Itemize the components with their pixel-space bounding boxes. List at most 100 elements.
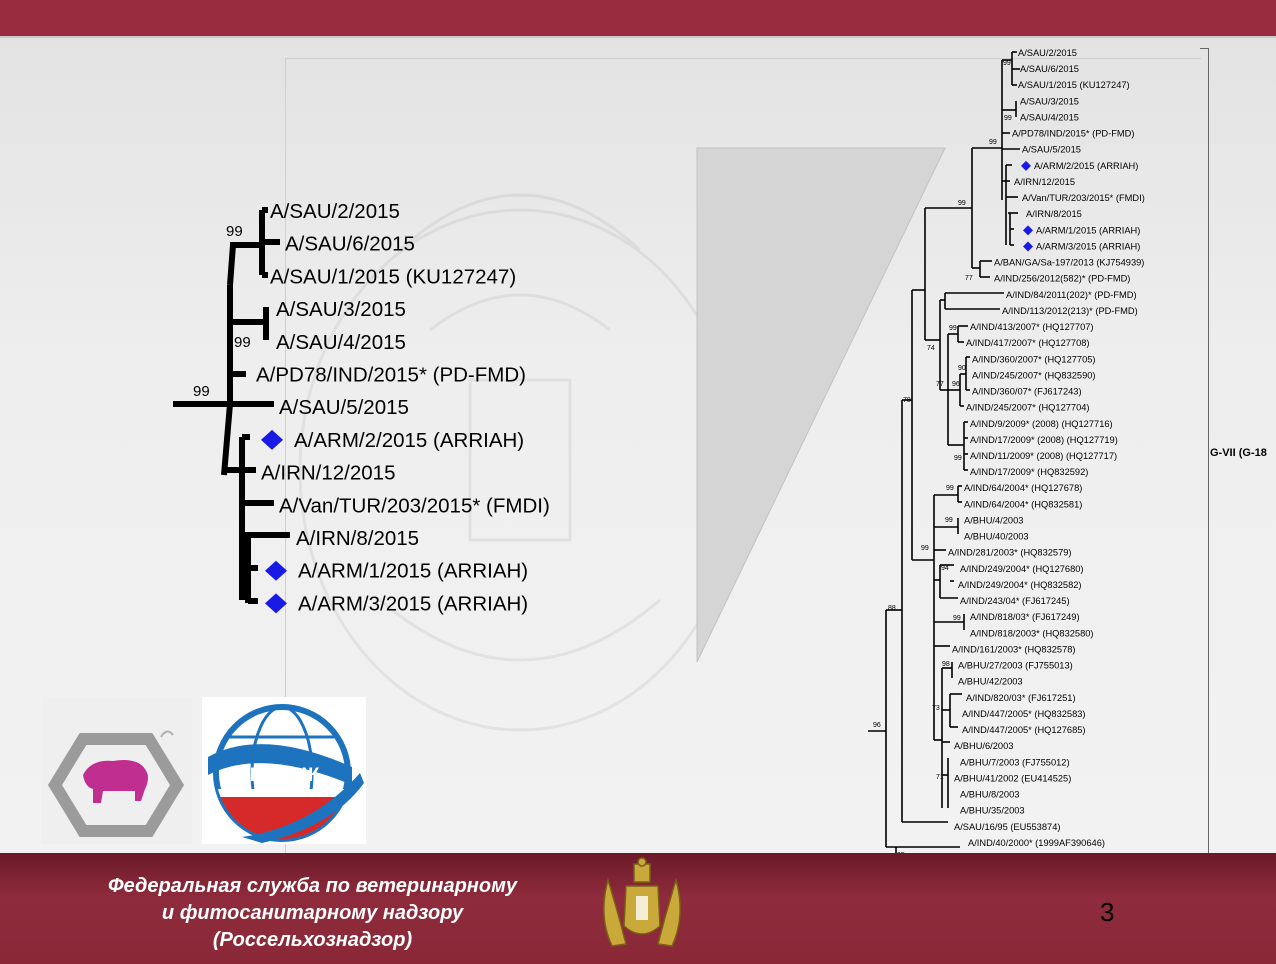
bootstrap-label: 99 [953,615,961,622]
bootstrap-label: 99 [949,325,957,332]
bootstrap-label: 77 [936,381,944,388]
zoomed-leaf-label: A/ARM/3/2015 (ARRIAH) [298,592,528,615]
full-leaf-label: A/SAU/3/2015 [1020,96,1079,106]
full-leaf-label: A/IND/818/03* (FJ617249) [970,612,1080,622]
bootstrap-label: 77 [965,275,973,282]
full-leaf-label: A/IND/245/2007* (HQ832590) [972,370,1096,380]
full-leaf-label: A/Van/TUR/203/2015* (FMDI) [1022,193,1145,203]
full-leaf-label: A/SAU/6/2015 [1020,64,1079,74]
full-leaf-label: A/BHU/7/2003 (FJ755012) [960,757,1070,767]
full-leaf-label: A/BHU/8/2003 [960,790,1019,800]
full-leaf-label: A/IND/281/2003* (HQ832579) [948,548,1072,558]
marker-diamond-icon [1023,241,1033,252]
rosselkhoznadzor-logo [41,697,192,844]
bootstrap-label: 99 [954,455,962,462]
bootstrap-label: 74 [927,345,935,352]
bootstrap-label: 94 [941,565,949,572]
vniizzh-logo-text: ВНИИЗЖ [236,765,320,786]
zoomed-leaf-label: A/SAU/2/2015 [270,200,400,223]
full-leaf-label: A/IND/447/2005* (HQ832583) [962,709,1086,719]
full-leaf-label: A/IRN/12/2015 [1014,177,1075,187]
full-leaf-label: A/IND/417/2007* (HQ127708) [966,338,1090,348]
zoomed-leaf-label: A/Van/TUR/203/2015* (FMDI) [279,494,550,517]
full-leaf-label: A/SAU/5/2015 [1022,145,1081,155]
zoomed-leaf-label: A/IRN/8/2015 [296,527,419,550]
bootstrap-label: 99 [946,485,954,492]
full-tree-branches [868,51,1020,856]
full-leaf-label: A/IRN/8/2015 [1026,209,1082,219]
full-leaf-label: A/IND/360/07* (FJ617243) [972,387,1082,397]
zoomed-leaf-label: A/SAU/3/2015 [276,298,406,321]
clade-label: G-VII (G-18 [1210,447,1267,459]
footer-line-2: и фитосанитарному надзору [161,902,464,924]
full-leaf-label: A/IND/413/2007* (HQ127707) [970,322,1094,332]
full-leaf-label: A/BHU/41/2002 (EU414525) [954,773,1071,783]
zoomed-leaf-label: A/SAU/6/2015 [285,233,415,256]
full-leaf-label: A/BHU/27/2003 (FJ755013) [958,661,1073,671]
marker-diamond-icon [261,429,283,450]
full-leaf-label: A/IND/243/04* (FJ617245) [960,596,1070,606]
zoomed-tree-branches [173,207,290,604]
bootstrap-label: 99 [193,383,210,400]
full-leaf-label: A/SAU/2/2015 [1018,48,1077,58]
full-leaf-label: A/IND/40/2000* (1999AF390646) [968,838,1105,848]
bootstrap-label: 99 [226,223,243,240]
bootstrap-label: 71 [936,774,944,781]
full-leaf-label: A/SAU/16/95 (EU553874) [954,822,1060,832]
bootstrap-label: 99 [234,334,251,351]
full-leaf-label: A/BHU/6/2003 [954,741,1013,751]
full-leaf-label: A/IND/113/2012(213)* (PD-FMD) [1002,306,1138,316]
bootstrap-label: 99 [989,139,997,146]
full-leaf-label: A/SAU/1/2015 (KU127247) [1018,80,1130,90]
header-divider [0,36,1276,38]
full-leaf-label: A/BHU/35/2003 [960,806,1025,816]
zoomed-leaf-label: A/ARM/1/2015 (ARRIAH) [298,560,528,583]
full-leaf-label: A/IND/360/2007* (HQ127705) [972,354,1096,364]
page-number: 3 [1100,897,1115,927]
full-leaf-label: A/IND/249/2004* (HQ832582) [958,580,1082,590]
full-leaf-label: A/BAN/GA/Sa-197/2013 (KJ754939) [994,258,1144,268]
full-leaf-label: A/BHU/4/2003 [964,515,1023,525]
full-leaf-label: A/IND/447/2005* (HQ127685) [962,725,1086,735]
bootstrap-label: 90 [958,365,966,372]
bootstrap-label: 98 [942,661,950,668]
marker-diamond-icon [265,560,287,581]
vniizzh-logo: ВНИИЗЖ [202,697,366,844]
bootstrap-label: 96 [952,381,960,388]
bootstrap-label: 99 [958,200,966,207]
coat-of-arms-icon [603,857,681,947]
clade-bracket [1200,48,1209,860]
full-leaf-label: A/IND/161/2003* (HQ832578) [952,644,1076,654]
bootstrap-label: 99 [921,545,929,552]
header-bar [0,0,1276,36]
marker-diamond-icon [1021,160,1031,171]
zoomed-leaf-label: A/IRN/12/2015 [261,462,395,485]
footer-agency-name: Федеральная служба по ветеринарному и фи… [40,873,585,954]
marker-diamond-icon [265,593,287,614]
footer-line-3: (Россельхознадзор) [212,929,413,951]
full-leaf-label: A/ARM/2/2015 (ARRIAH) [1034,161,1138,171]
bootstrap-label: 73 [932,705,940,712]
full-leaf-label: A/IND/820/03* (FJ617251) [966,693,1076,703]
bootstrap-label: 88 [888,605,896,612]
zoomed-leaf-label: A/PD78/IND/2015* (PD-FMD) [256,364,526,387]
full-leaf-label: A/IND/64/2004* (HQ127678) [964,483,1082,493]
bootstrap-label: 99 [1004,115,1012,122]
full-leaf-label: A/PD78/IND/2015* (PD-FMD) [1012,129,1134,139]
full-leaf-label: A/IND/17/2009* (2008) (HQ127719) [970,435,1118,445]
full-leaf-label: A/IND/256/2012(582)* (PD-FMD) [994,274,1130,284]
full-leaf-label: A/BHU/40/2003 [964,532,1029,542]
full-leaf-label: A/IND/17/2009* (HQ832592) [970,467,1088,477]
zoomed-leaf-label: A/ARM/2/2015 (ARRIAH) [294,429,524,452]
globe-logo-icon: ВНИИЗЖ [208,704,364,843]
marker-diamond-icon [1023,225,1033,236]
full-leaf-label: A/ARM/1/2015 (ARRIAH) [1036,225,1140,235]
zoomed-leaf-label: A/SAU/5/2015 [279,396,409,419]
footer-line-1: Федеральная служба по ветеринарному [107,875,517,897]
full-leaf-label: A/IND/84/2011(202)* (PD-FMD) [1006,290,1137,300]
full-leaf-label: A/IND/245/2007* (HQ127704) [966,403,1090,413]
